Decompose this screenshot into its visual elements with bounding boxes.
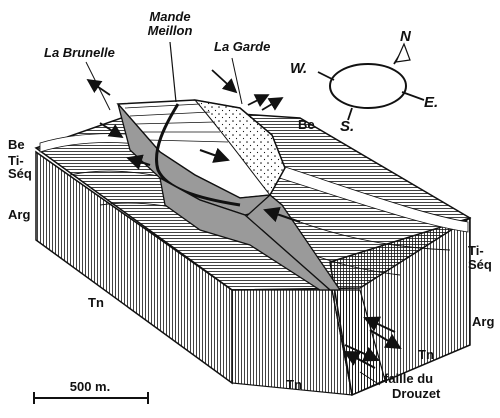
- scale-bar: [33, 392, 149, 404]
- compass-w: W.: [290, 60, 308, 77]
- label-be-right: Be: [298, 117, 315, 132]
- label-drouzet: Drouzet: [392, 386, 441, 401]
- label-la-garde: La Garde: [214, 39, 271, 54]
- label-mande: Mande: [149, 9, 191, 24]
- label-meillon: Meillon: [147, 23, 193, 38]
- fault-mande-meillon: [155, 103, 241, 207]
- fault-zone-lower: [159, 176, 332, 291]
- block-corner-face: [231, 289, 353, 396]
- label-tn-left: Tn: [88, 295, 104, 310]
- label-be-left: Be: [8, 137, 25, 152]
- label-seq-left: Séq: [8, 166, 32, 181]
- compass-e: E.: [424, 94, 439, 111]
- label-seq-right: Séq: [468, 257, 492, 272]
- scale-label: 500 m.: [69, 379, 111, 394]
- label-arg-right: Arg: [472, 314, 495, 329]
- label-ti-right: Ti-: [468, 243, 484, 258]
- compass-s: S.: [340, 118, 355, 135]
- label-la-brunelle: La Brunelle: [44, 45, 115, 60]
- klippe-upper-dotted: [193, 99, 286, 196]
- label-arg-left: Arg: [8, 207, 31, 222]
- compass-rose: [317, 42, 425, 121]
- label-tn-right: Tn: [418, 347, 434, 362]
- label-tn-bottom: Tn: [286, 377, 302, 392]
- label-faille: faille du: [384, 371, 434, 386]
- label-ti-left: Ti-: [8, 153, 24, 168]
- compass-n: N: [400, 28, 411, 45]
